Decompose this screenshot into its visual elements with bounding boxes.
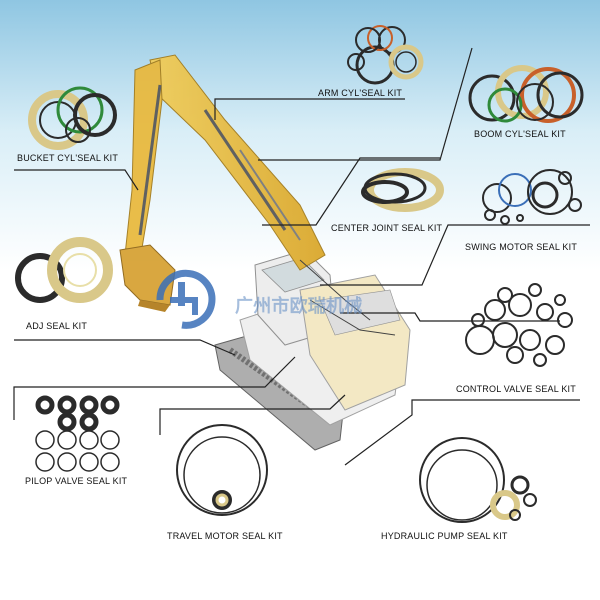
swing-motor-seal-kit-image [482,169,582,225]
label-hydraulic-pump-seal-kit: HYDRAULIC PUMP SEAL KIT [381,531,508,541]
arm-seal-kit-image [347,25,424,85]
label-travel-motor-seal-kit: TRAVEL MOTOR SEAL KIT [167,531,283,541]
label-bucket-cyl-seal-kit: BUCKET CYL'SEAL KIT [17,153,119,163]
leader-travel [159,394,346,435]
pilot-valve-seal-kit-image [35,395,120,472]
leader-lines [13,47,590,466]
label-control-valve-seal-kit: CONTROL VALVE SEAL KIT [456,384,576,394]
label-pilop-valve-seal-kit: PILOP VALVE SEAL KIT [25,476,128,486]
label-center-joint-seal-kit: CENTER JOINT SEAL KIT [331,223,443,233]
label-adj-seal-kit: ADJ SEAL KIT [26,321,88,331]
leader-pump [344,399,580,466]
leader-bucket [14,169,139,191]
adj-seal-kit-image [15,237,113,303]
control-valve-seal-kit-image [465,283,573,367]
bucket-seal-kit-image [28,86,117,150]
leader-control [340,312,560,322]
boom-seal-kit-image [468,65,584,123]
leader-boom [258,47,473,161]
label-boom-cyl-seal-kit: BOOM CYL'SEAL KIT [474,129,566,139]
watermark-text: 广州市欧瑞机械 [235,296,363,316]
label-swing-motor-seal-kit: SWING MOTOR SEAL KIT [465,242,578,252]
leader-adj [14,339,236,356]
leader-arm [214,98,405,120]
label-arm-cyl-seal-kit: ARM CYL'SEAL KIT [318,88,403,98]
company-logo [156,269,216,329]
hydraulic-pump-seal-kit-image [419,437,537,523]
excavator-illustration [119,54,411,451]
leader-swing [320,224,590,286]
travel-motor-seal-kit-image [176,424,268,516]
center-joint-seal-kit-image [361,168,444,212]
leader-pilot [13,356,296,420]
leader-center [262,157,440,226]
